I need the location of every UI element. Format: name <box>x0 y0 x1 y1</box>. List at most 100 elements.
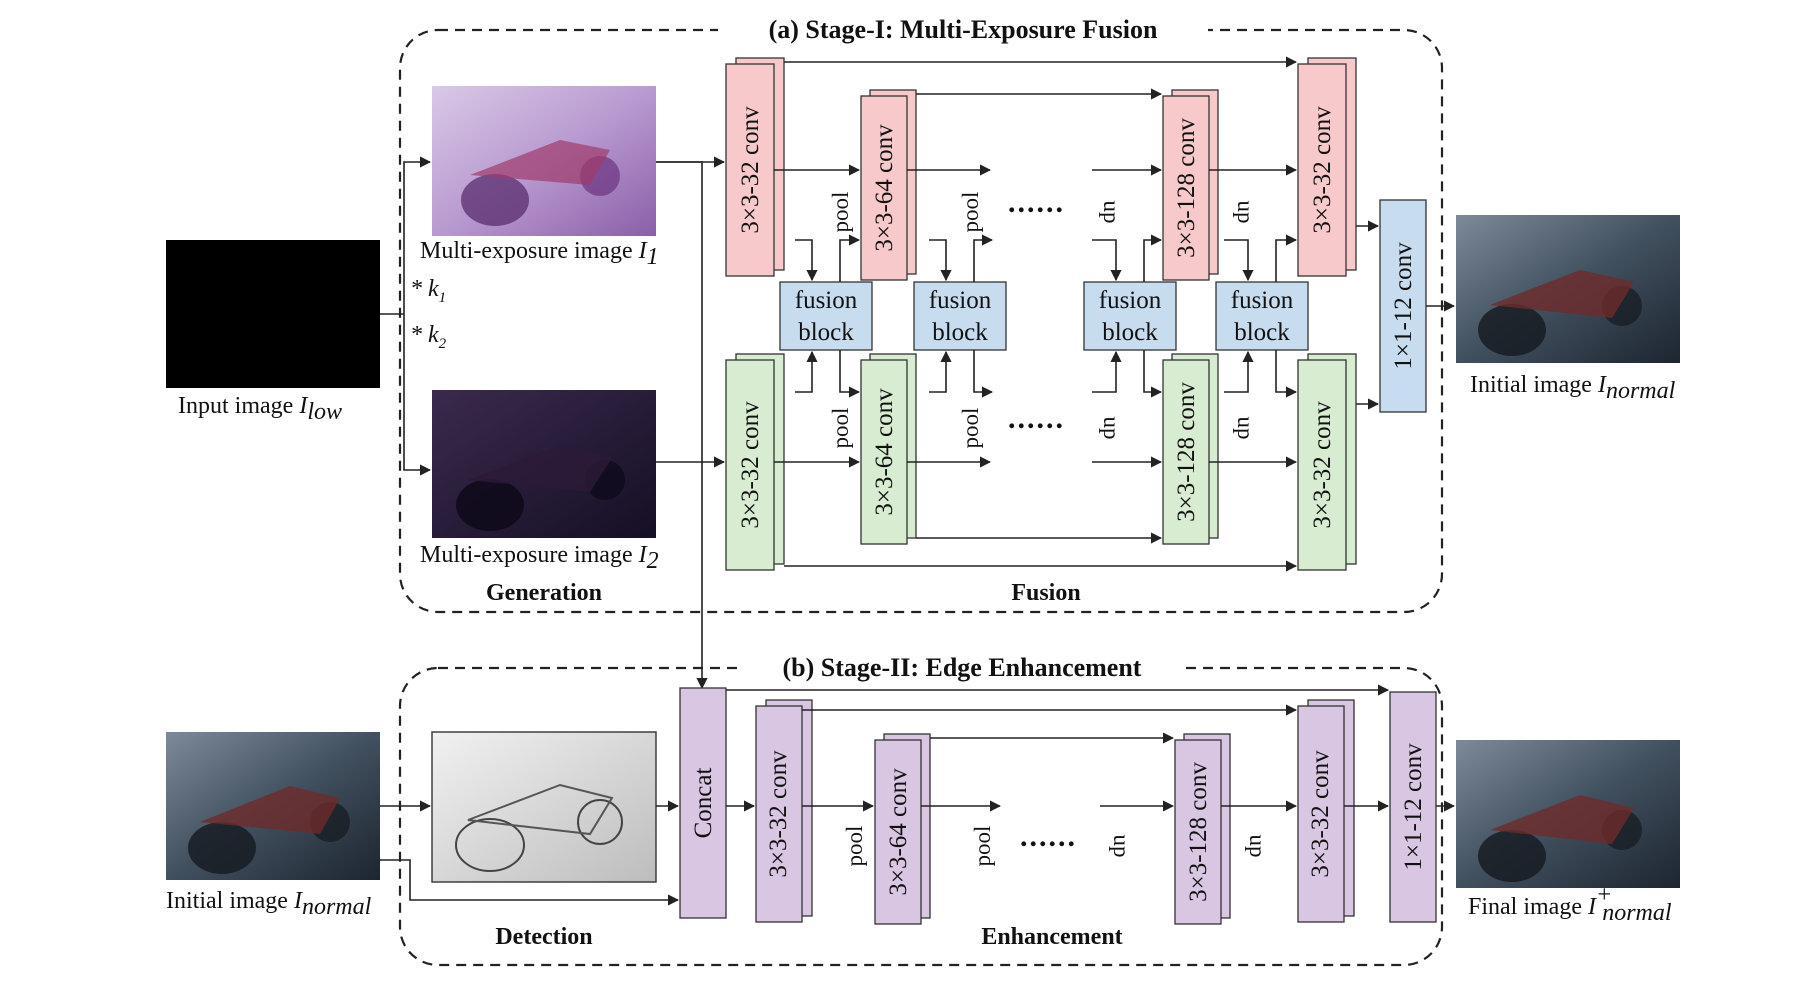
top-conv128-label: 3×3-128 conv <box>1173 118 1200 258</box>
stage2-title: (b) Stage-II: Edge Enhancement <box>783 653 1142 682</box>
fusion-block-4-l1: fusion <box>1231 287 1294 314</box>
bot-conv32-label: 3×3-32 conv <box>737 401 764 529</box>
s2-conv64 <box>874 739 922 925</box>
to-me2-arrow <box>403 314 432 476</box>
s2-pool-2: pool <box>970 826 995 867</box>
fusion-block-1-l1: fusion <box>795 287 858 314</box>
s2-conv1x1 <box>1389 691 1437 923</box>
top-up-2: up <box>1233 201 1258 224</box>
k2-label: * k2 <box>410 322 447 352</box>
fusion-block-4 <box>1215 281 1309 351</box>
bot-pool-2: pool <box>958 408 983 449</box>
s2-conv64-label: 3×3-64 conv <box>885 768 912 896</box>
concat-label: Concat <box>690 768 717 839</box>
top-conv128 <box>1162 95 1210 281</box>
initial-image-output <box>1456 215 1680 363</box>
top-conv32b-label: 3×3-32 conv <box>1309 106 1336 234</box>
me2-image <box>432 390 656 538</box>
top-conv32 <box>725 63 775 277</box>
stage1-conv1x1-label: 1×1-12 conv <box>1390 242 1417 370</box>
fb2-in-top <box>929 239 952 282</box>
bot-conv128 <box>1162 359 1210 545</box>
bot-conv64 <box>860 359 908 545</box>
s2-conv128-label: 3×3-128 conv <box>1185 762 1212 902</box>
fusion-block-1 <box>779 281 873 351</box>
s2-conv128 <box>1174 739 1222 925</box>
stage1-conv1x1 <box>1379 199 1427 413</box>
edge-map-image <box>431 731 657 883</box>
detection-label: Detection <box>495 924 592 950</box>
top-pool-2: pool <box>958 192 983 233</box>
final-image-output <box>1456 740 1680 888</box>
bot-conv32b <box>1297 359 1347 571</box>
final-image-caption: Final image I+normal <box>1468 882 1672 926</box>
fb3-out-bottom <box>1143 350 1163 398</box>
fb4-in-top <box>1224 239 1254 282</box>
generation-label: Generation <box>486 580 602 606</box>
fb1-out-bottom <box>839 350 861 398</box>
initial-image-input-caption: Initial image Inormal <box>166 888 372 920</box>
bot-up-2: up <box>1233 417 1258 440</box>
top-dots: ...... <box>1008 186 1065 219</box>
s2-pool-1: pool <box>842 826 867 867</box>
s2-up-2: up <box>1245 835 1270 858</box>
top-up-1: up <box>1099 201 1124 224</box>
fb1-out-top <box>839 234 861 282</box>
fb3-in-top <box>1092 239 1122 282</box>
concat-block <box>679 687 727 919</box>
initial-image-input <box>166 732 380 880</box>
stage1-title-bg <box>718 8 1208 52</box>
bot-conv32 <box>725 359 775 571</box>
input-image-caption: Input image Ilow <box>178 393 342 425</box>
me1-to-concat-arrow <box>656 161 708 690</box>
fb4-out-bottom <box>1275 350 1298 398</box>
s2-conv32b-label: 3×3-32 conv <box>1307 750 1334 878</box>
s2-conv32b <box>1297 705 1345 923</box>
fb3-out-top <box>1143 234 1163 282</box>
top-conv64-label: 3×3-64 conv <box>871 124 898 252</box>
top-conv32b <box>1297 63 1347 277</box>
input-image <box>166 240 380 388</box>
fusion-block-2-l1: fusion <box>929 287 992 314</box>
me1-image <box>432 86 656 236</box>
fb2-out-bottom <box>973 350 994 398</box>
fb2-in-bottom <box>929 350 952 393</box>
fb4-out-top <box>1275 234 1298 282</box>
bot-up-1: up <box>1099 417 1124 440</box>
fb1-in-top <box>795 239 818 282</box>
bot-dots: ...... <box>1008 402 1065 435</box>
fb3-in-bottom <box>1092 350 1122 393</box>
top-pool-1: pool <box>828 192 853 233</box>
fusion-block-3-l1: fusion <box>1099 287 1162 314</box>
fb1-in-bottom <box>795 350 818 393</box>
stage1-title: (a) Stage-I: Multi-Exposure Fusion <box>769 15 1158 44</box>
initial-image-output-caption: Initial image Inormal <box>1470 372 1676 404</box>
fusion-block-4-l2: block <box>1234 319 1290 346</box>
me2-caption: Multi-exposure image I2 <box>420 542 659 574</box>
bot-pool-1: pool <box>828 408 853 449</box>
fusion-block-3 <box>1083 281 1177 351</box>
s2-conv32-label: 3×3-32 conv <box>765 750 792 878</box>
stage2-title-bg <box>742 646 1182 690</box>
fusion-block-1-l2: block <box>798 319 854 346</box>
bot-conv32b-label: 3×3-32 conv <box>1309 401 1336 529</box>
fusion-block-3-l2: block <box>1102 319 1158 346</box>
me1-caption: Multi-exposure image I1 <box>420 238 659 270</box>
fb4-in-bottom <box>1224 350 1254 393</box>
k1-label: * k1 <box>410 276 446 306</box>
fusion-block-2-l2: block <box>932 319 988 346</box>
top-conv32-label: 3×3-32 conv <box>737 106 764 234</box>
to-me1-arrow <box>403 156 432 314</box>
s2-bypass-arrow <box>380 859 680 906</box>
s2-conv32 <box>755 705 803 923</box>
s2-conv1x1-label: 1×1-12 conv <box>1400 743 1427 871</box>
fusion-label: Fusion <box>1011 580 1080 606</box>
bot-conv128-label: 3×3-128 conv <box>1173 382 1200 522</box>
fusion-block-2 <box>913 281 1007 351</box>
s2-up-1: up <box>1109 835 1134 858</box>
bot-conv64-label: 3×3-64 conv <box>871 388 898 516</box>
s2-dots: ...... <box>1020 820 1077 853</box>
enhancement-label: Enhancement <box>981 924 1122 950</box>
top-conv64 <box>860 95 908 281</box>
